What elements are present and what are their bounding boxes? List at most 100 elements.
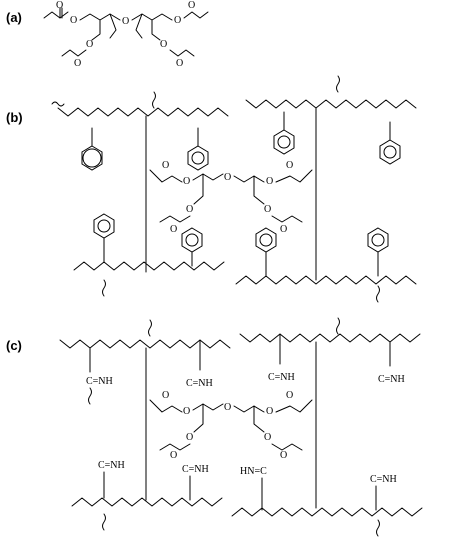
phenyl-ring [371,233,385,247]
bond [135,13,143,39]
phenyl-ring [187,145,209,171]
carbonyl-oxygen: O [176,58,183,69]
bond [149,169,183,183]
imine-group: C=NH [378,374,405,385]
backbone [73,261,225,271]
chain-end [148,319,152,337]
backbone [231,507,423,517]
ester-oxygen: O [160,39,167,50]
bond [183,11,209,19]
phenyl-ring [259,233,273,247]
bond [253,405,265,433]
bond [275,399,313,413]
panel-b: (b) O O O O [6,75,417,303]
bond [109,13,117,39]
bond [79,13,121,21]
bond [192,403,224,411]
polymer-network-b: O O O O O O O O O [51,75,417,303]
carbonyl-oxygen: O [170,450,177,461]
carbonyl-oxygen: O [162,390,169,401]
backbone [59,339,231,349]
imine-group-reverse: HN=C [240,466,267,477]
phenyl-ring [273,129,295,155]
bond [151,19,161,41]
phenyl-ring [93,213,115,239]
chain-end [88,387,92,405]
carbonyl-oxygen: O [74,58,81,69]
bond [61,49,87,57]
bond [159,443,191,451]
bond [271,443,303,451]
panel-c: (c) C=NH C=NH C=NH C=NH O O O O O [6,317,423,537]
carbonyl-oxygen: O [188,0,195,11]
backbone [245,99,417,109]
bond [149,399,183,413]
backbone [235,275,417,285]
bond [193,403,204,433]
backbone [71,497,223,507]
carbonyl-oxygen: O [170,224,177,235]
carbonyl-oxygen: O [280,224,287,235]
imine-group: C=NH [86,376,113,387]
chain-end [336,317,340,335]
phenyl-ring [181,227,203,253]
imine-group: C=NH [186,378,213,389]
imine-group: C=NH [98,460,125,471]
chain-end [102,279,106,297]
ester-oxygen: O [266,176,273,187]
panel-c-label: (c) [6,338,22,353]
carbonyl-oxygen: O [286,390,293,401]
phenyl-ring [383,145,397,159]
ester-oxygen: O [70,15,77,26]
phenyl-ring [97,219,111,233]
ester-oxygen: O [186,432,193,443]
phenyl-ring [81,145,103,171]
bond [159,215,191,223]
chain-end [376,519,380,537]
bond [91,19,101,41]
chain-end [51,101,65,107]
imine-group: C=NH [268,372,295,383]
bond [233,175,265,183]
chain-end [336,75,340,93]
ether-oxygen: O [122,16,129,27]
ester-oxygen: O [174,15,181,26]
carbonyl-oxygen: O [162,160,169,171]
bond [43,11,69,19]
chain-end [102,513,106,531]
backbone [57,107,229,117]
carbonyl-oxygen: O [286,160,293,171]
chain-end [152,91,156,109]
imine-group: C=NH [182,464,209,475]
panel-b-label: (b) [6,110,23,125]
phenyl-ring [185,233,199,247]
carbonyl-oxygen: O [56,0,63,11]
bond [169,49,195,57]
bond [271,215,303,223]
ester-oxygen: O [183,176,190,187]
ester-oxygen: O [264,432,271,443]
ester-oxygen: O [266,406,273,417]
chain-end [376,285,380,303]
bond [192,173,224,181]
carbonyl-oxygen: O [280,450,287,461]
bond [193,173,204,205]
bond [131,13,173,21]
imine-group: C=NH [370,474,397,485]
bond [233,405,265,413]
bond [253,175,265,205]
bond [275,169,313,183]
ester-oxygen: O [186,204,193,215]
ester-oxygen: O [183,406,190,417]
panel-a: (a) O O O O O O O O O [6,0,209,69]
ether-oxygen: O [224,172,231,183]
polymer-network-c: C=NH C=NH C=NH C=NH O O O O O O O O O [59,317,423,537]
phenyl-ring [379,139,401,165]
ester-oxygen: O [86,39,93,50]
ether-oxygen: O [224,402,231,413]
monomer-structure: O O O O O O O O O [43,0,209,69]
panel-a-label: (a) [6,10,22,25]
phenyl-ring [255,227,277,253]
ester-oxygen: O [264,204,271,215]
